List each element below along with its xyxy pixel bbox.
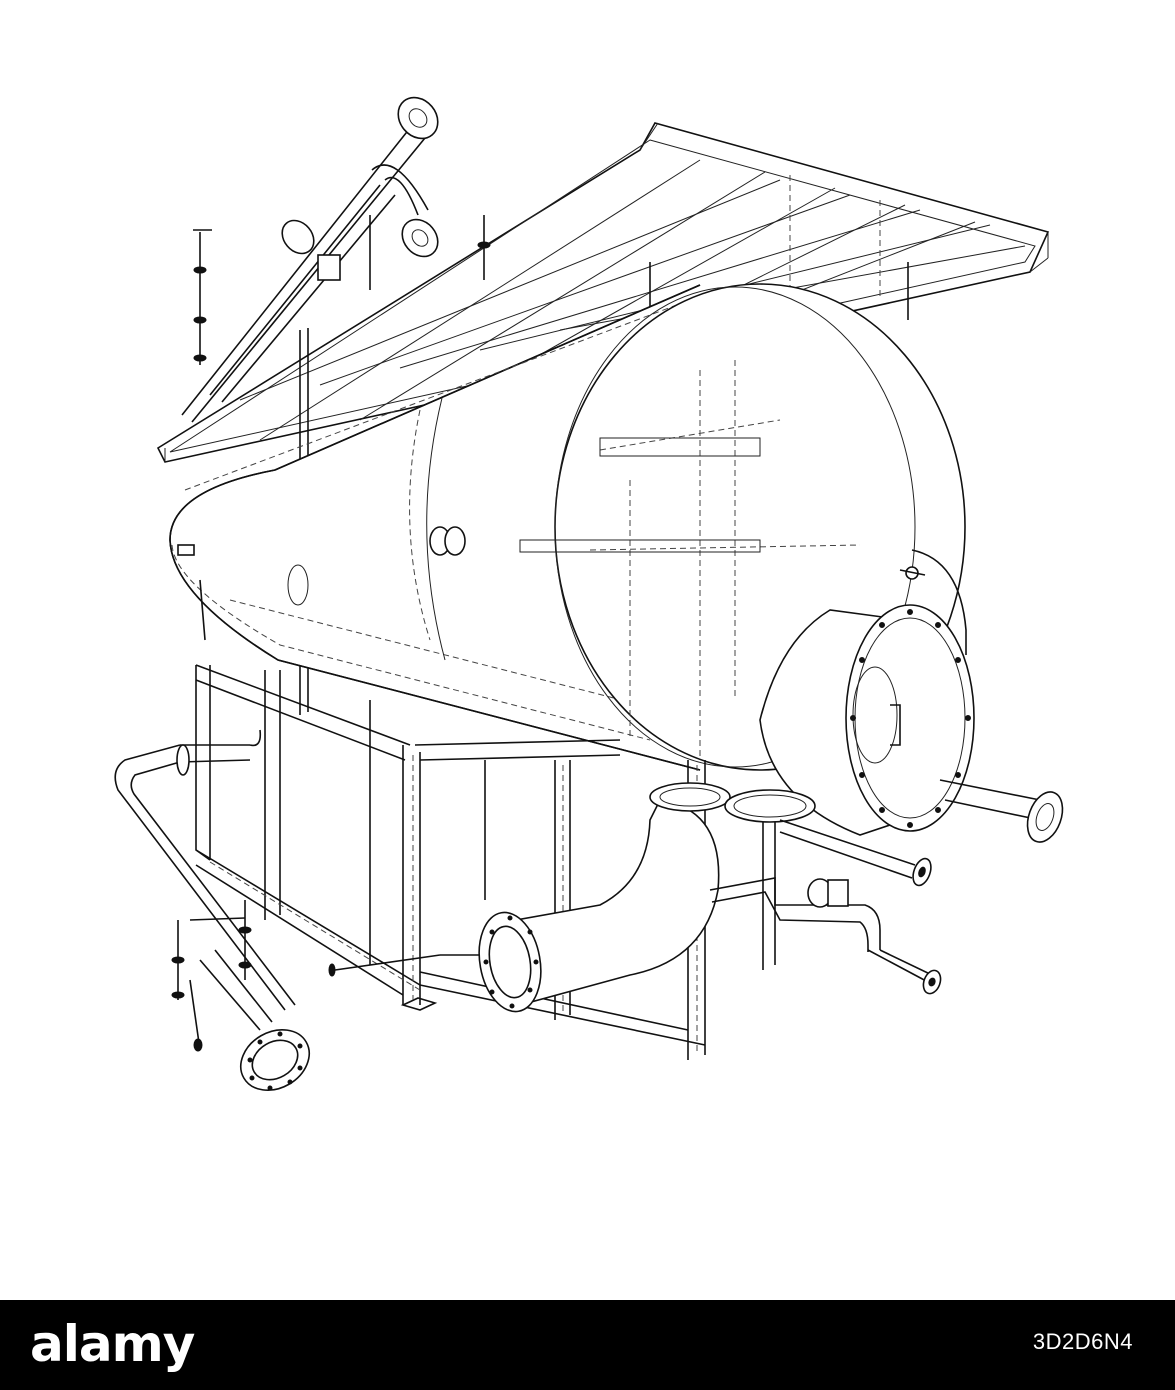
image-id-label: 3D2D6N4 (1032, 1329, 1133, 1354)
alamy-logo: alamy (30, 1315, 195, 1373)
right-piping (709, 779, 1064, 995)
left-piping (114, 729, 310, 1091)
end-manway (759, 549, 975, 836)
watermark-footer (0, 1300, 1175, 1390)
bottom-elbow-pipe (478, 782, 816, 1013)
boiler-wireframe-drawing (114, 96, 1064, 1091)
